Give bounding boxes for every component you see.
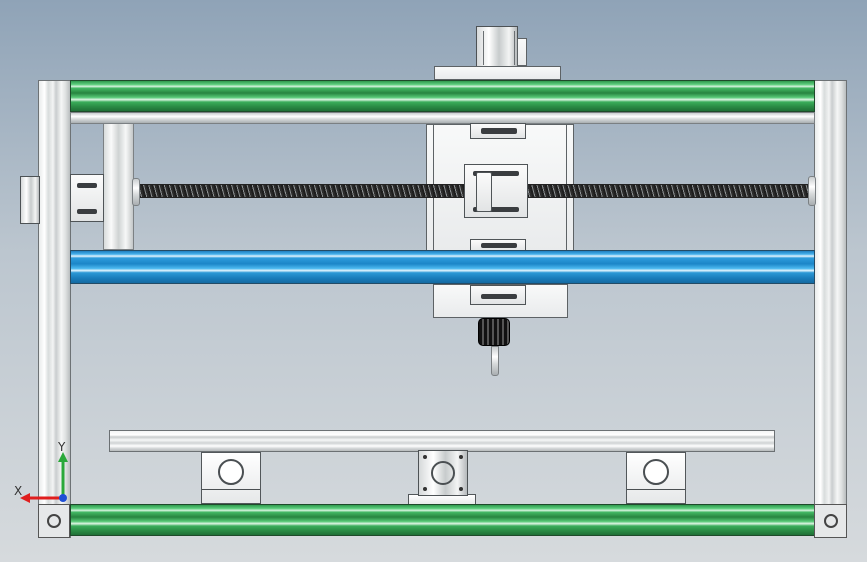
bottom-frame-rail (70, 504, 815, 536)
lead-screw-nut-block (464, 164, 528, 218)
spindle-carriage-plate (433, 123, 568, 253)
triad-y-label: Y (58, 440, 66, 454)
z-motor-side-bracket (517, 38, 527, 66)
nut-block-collar (476, 172, 492, 212)
right-corner-endcap (814, 504, 847, 538)
x-gantry-rail (70, 250, 815, 284)
lead-screw-left-bearing (132, 178, 140, 206)
orientation-triad: X Y (14, 440, 74, 510)
side-motor-coupler (70, 174, 104, 222)
spindle-collet (478, 318, 510, 346)
left-pillow-block (201, 452, 261, 504)
side-stepper-motor (20, 176, 40, 224)
top-frame-rail (70, 80, 815, 112)
triad-svg (20, 452, 68, 503)
right-pillow-block (626, 452, 686, 504)
left-frame-post (38, 80, 71, 538)
z-motor-mount-plate (434, 66, 561, 80)
left-gantry-plate (103, 112, 134, 250)
bed-stepper-motor (418, 450, 468, 496)
lead-screw-right-bearing (808, 176, 816, 206)
z-stepper-motor (476, 26, 518, 68)
upper-guide-rod (70, 112, 815, 124)
right-frame-post (814, 80, 847, 538)
spindle-lower-plate (433, 284, 568, 318)
spindle-bit (491, 346, 499, 376)
triad-x-label: X (14, 484, 23, 498)
left-corner-endcap (38, 504, 70, 538)
work-bed (109, 430, 775, 452)
